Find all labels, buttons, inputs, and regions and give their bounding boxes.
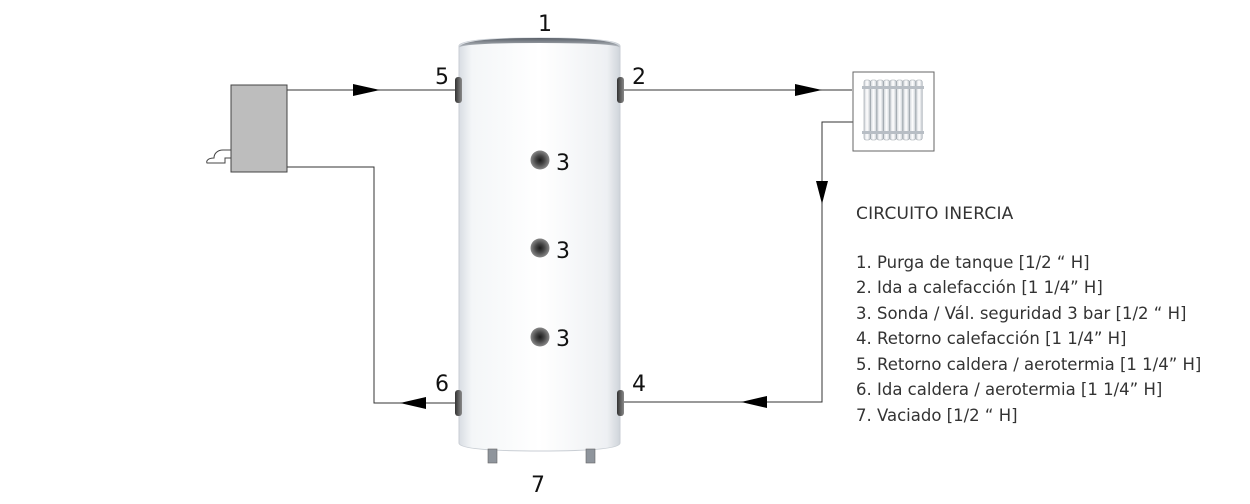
flow-arrow-icon xyxy=(400,397,426,409)
label-port-6: 6 xyxy=(435,372,449,397)
flow-arrows xyxy=(353,84,828,409)
inertia-tank xyxy=(455,37,624,464)
legend-item: 1. Purga de tanque [1/2 “ H] xyxy=(856,252,1090,272)
port-2-connector xyxy=(617,77,624,103)
probe-port-3 xyxy=(530,327,550,347)
legend-item: 3. Sonda / Vál. seguridad 3 bar [1/2 “ H… xyxy=(856,303,1187,323)
legend-list: 1. Purga de tanque [1/2 “ H] 2. Ida a ca… xyxy=(856,250,1250,429)
flow-arrow-icon xyxy=(795,84,822,96)
port-labels: 1 2 5 3 3 3 6 4 7 xyxy=(435,12,646,498)
label-port-1: 1 xyxy=(538,12,552,37)
legend-item: 4. Retorno calefacción [1 1/4” H] xyxy=(856,329,1127,348)
flow-arrow-icon xyxy=(353,84,380,96)
drain-valve xyxy=(487,448,498,464)
pipe-radiator-return xyxy=(623,121,864,403)
flow-arrow-icon xyxy=(816,181,828,204)
probe-port-1 xyxy=(530,150,550,170)
legend-item: 2. Ida a calefacción [1 1/4” H] xyxy=(856,278,1103,297)
port-4-connector xyxy=(617,390,624,416)
tank-top-cap xyxy=(459,38,620,48)
legend-title: CIRCUITO INERCIA xyxy=(856,204,1014,224)
port-5-connector xyxy=(455,77,462,103)
label-port-4: 4 xyxy=(632,372,646,397)
legend-item: 6. Ida caldera / aerotermia [1 1/4” H] xyxy=(856,380,1163,399)
label-port-5: 5 xyxy=(435,65,449,90)
legend-item: 5. Retorno caldera / aerotermia [1 1/4” … xyxy=(856,354,1202,374)
label-probe-1: 3 xyxy=(556,151,570,176)
label-probe-3: 3 xyxy=(556,327,570,352)
label-probe-2: 3 xyxy=(556,239,570,264)
port-6-connector xyxy=(455,390,462,416)
boiler-icon xyxy=(206,84,288,173)
tank-foot xyxy=(585,448,596,464)
probe-port-2 xyxy=(530,238,550,258)
flow-arrow-icon xyxy=(741,396,767,408)
legend: CIRCUITO INERCIA 1. Purga de tanque [1/2… xyxy=(856,202,1250,428)
legend-item: 7. Vaciado [1/2 “ H] xyxy=(856,405,1018,425)
pipe-port-6-to-boiler xyxy=(287,166,459,404)
radiator-icon xyxy=(852,71,935,152)
label-port-7: 7 xyxy=(531,473,545,498)
label-port-2: 2 xyxy=(632,65,646,90)
